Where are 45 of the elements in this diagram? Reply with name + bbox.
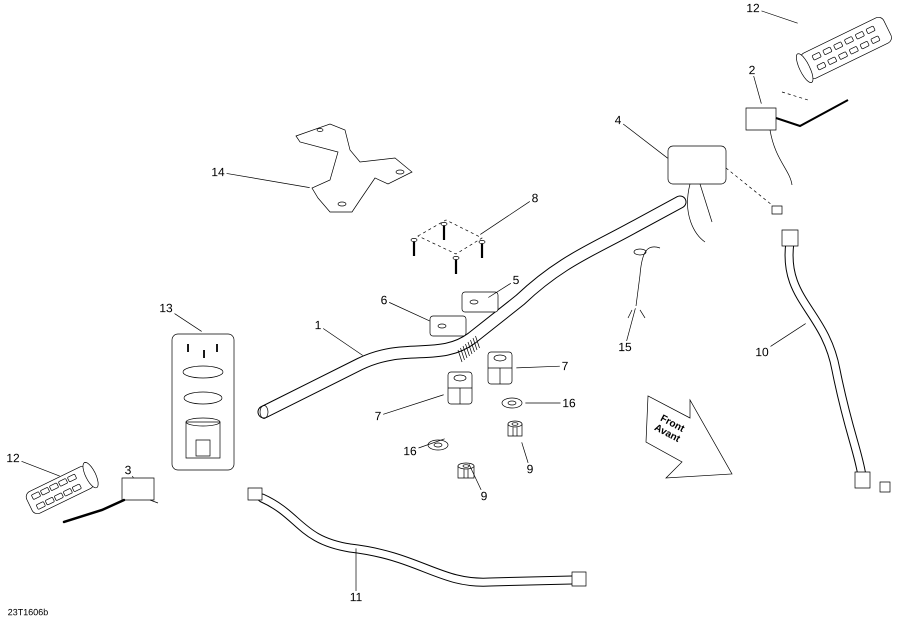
leader-line <box>521 442 528 464</box>
part-drawing <box>248 488 586 587</box>
drawing-number: 23T1606b <box>8 608 48 616</box>
leader-line <box>761 10 798 24</box>
callout-number: 3 <box>125 466 131 474</box>
part-drawing <box>458 462 474 478</box>
leader-line <box>418 438 445 448</box>
leader-line <box>468 464 482 490</box>
leader-line <box>226 173 310 188</box>
part-drawing <box>796 16 892 83</box>
callout-number: 9 <box>527 464 533 474</box>
leader-line <box>626 308 636 342</box>
part-drawing <box>428 440 448 450</box>
part-drawing <box>508 420 522 436</box>
leader-line <box>322 328 363 356</box>
leader-line <box>388 302 430 322</box>
callout-number: 11 <box>350 592 362 602</box>
leader-line <box>622 124 668 159</box>
leader-line <box>132 476 134 478</box>
part-drawing <box>62 478 158 524</box>
leader-line <box>382 394 444 415</box>
leader-line <box>753 76 762 104</box>
part-drawing <box>410 220 486 274</box>
callout-number: 16 <box>404 446 416 456</box>
leader-line <box>770 323 806 347</box>
callout-number: 8 <box>532 194 538 202</box>
leader-line <box>516 366 560 368</box>
callout-number: 2 <box>749 66 755 74</box>
callout-number: 7 <box>375 412 381 420</box>
callout-number: 13 <box>160 304 172 312</box>
leader-line <box>21 460 60 476</box>
leader-line <box>525 402 561 404</box>
callout-number: 14 <box>212 168 224 176</box>
part-drawing <box>172 334 234 470</box>
callout-number: 12 <box>7 454 20 462</box>
callout-number: 12 <box>747 4 760 12</box>
part-drawing <box>746 92 848 186</box>
part-drawing <box>668 146 772 242</box>
part-drawing <box>772 206 890 492</box>
leader-line <box>488 282 512 298</box>
callout-number: 10 <box>756 348 768 356</box>
leader-line <box>174 313 202 332</box>
leader-line <box>480 201 530 235</box>
callout-number: 4 <box>614 116 621 124</box>
part-drawing <box>26 462 98 514</box>
